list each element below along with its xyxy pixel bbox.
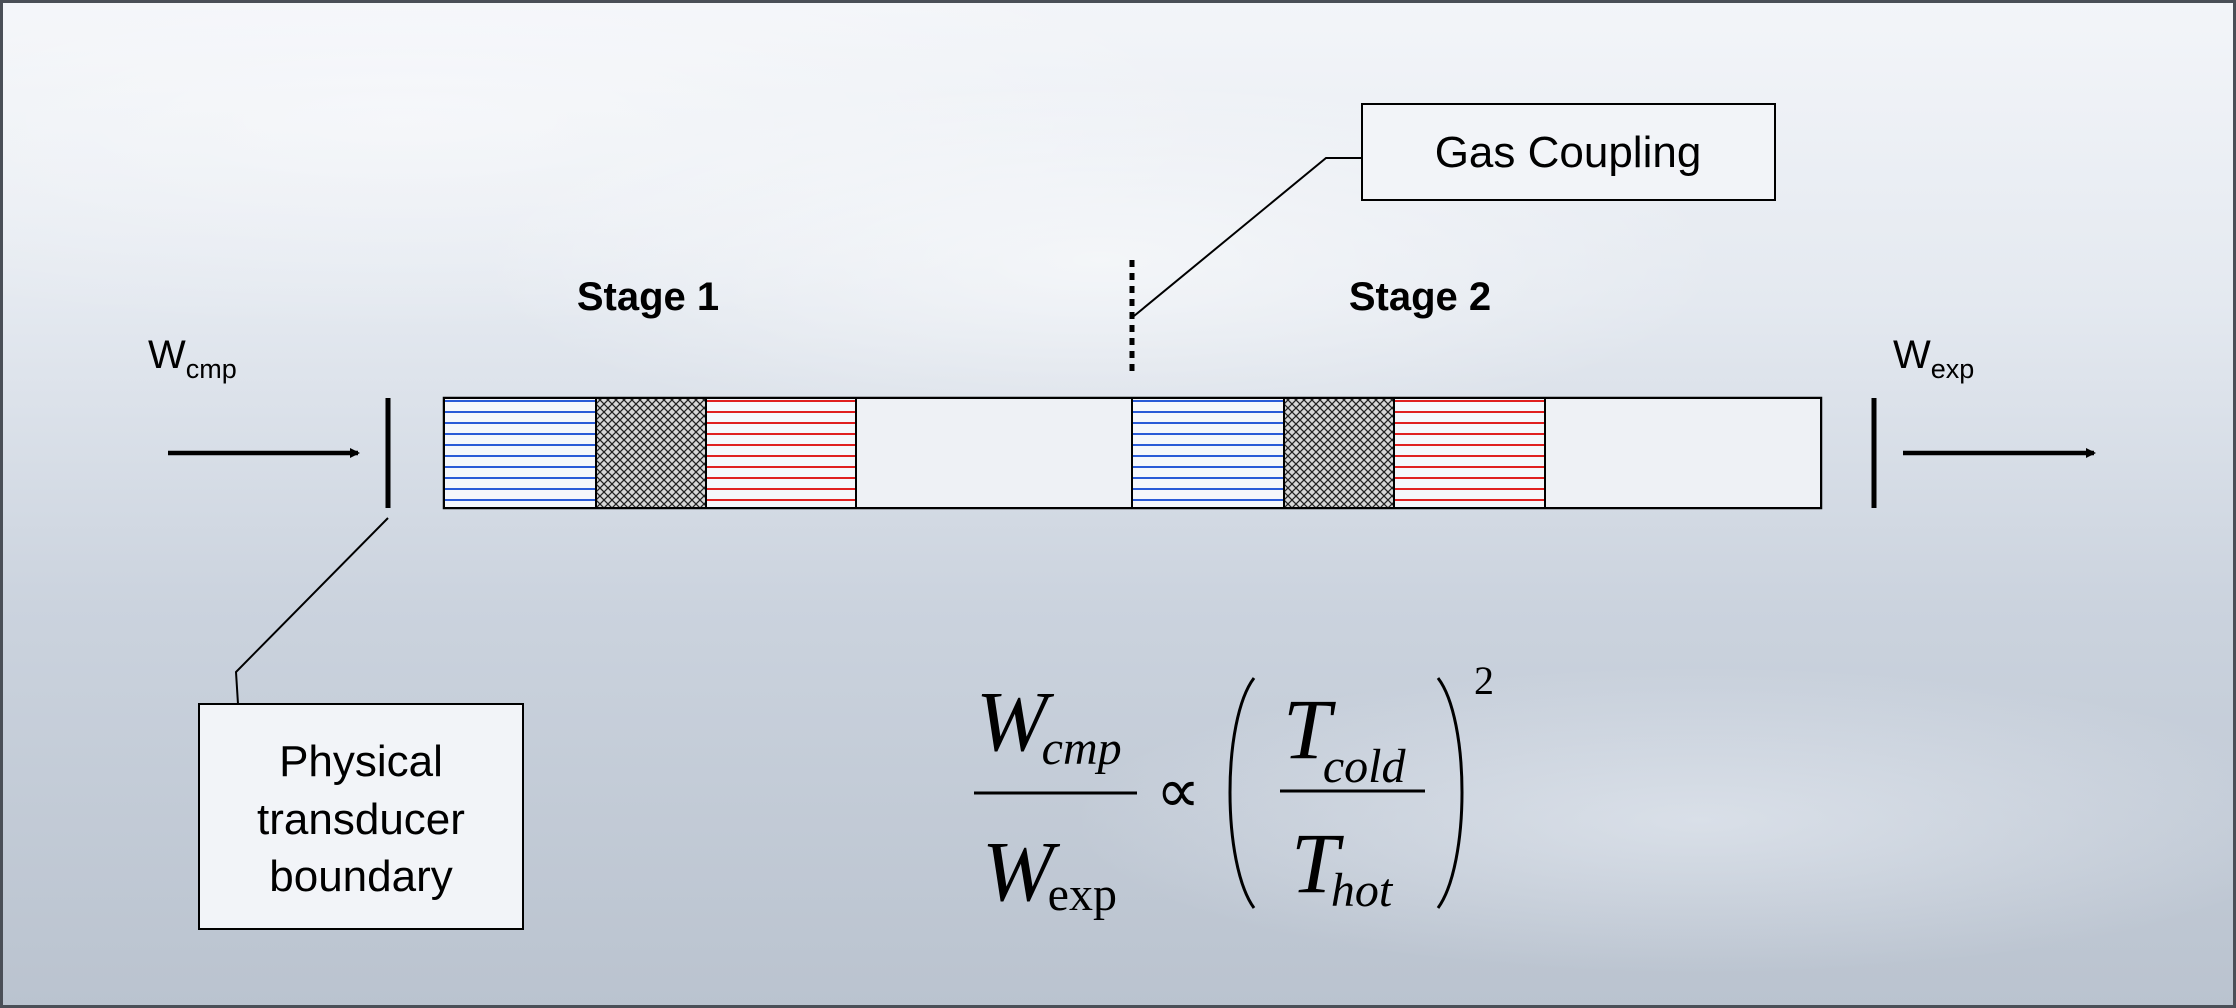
stage-2-label: Stage 2 (1349, 275, 1491, 319)
boundary-label-line-2: transducer (257, 795, 465, 844)
output-work-label: Wexp (1893, 333, 1974, 384)
gas-coupling-label: Gas Coupling (1435, 128, 1702, 177)
stage-1-thermal-buffer (855, 397, 1133, 509)
eq-proportional-symbol: ∝ (1156, 758, 1200, 826)
stage-2-segments (1131, 397, 1822, 509)
eq-denominator: Wexp (982, 823, 1117, 921)
eq-inner-numerator: Tcold (1283, 681, 1406, 793)
eq-right-paren (1436, 677, 1464, 909)
stage-1-hot-exchanger-hatch (705, 397, 857, 509)
stage-2-cold-exchanger-hatch (1131, 397, 1285, 509)
input-work-label: Wcmp (148, 333, 237, 384)
boundary-leader-line (234, 517, 389, 705)
boundary-label-line-1: Physical (279, 737, 443, 786)
gas-coupling-leader-line (1133, 157, 1362, 317)
eq-left-paren (1228, 677, 1256, 909)
stage-1-segments (443, 397, 1133, 509)
boundary-label-line-3: boundary (269, 852, 452, 901)
stage-2-hot-exchanger-hatch (1393, 397, 1546, 509)
stage-2-regenerator (1283, 397, 1395, 509)
stage-1-label: Stage 1 (577, 275, 719, 319)
stage-1-regenerator (595, 397, 707, 509)
stage-2-thermal-buffer (1544, 397, 1822, 509)
stage-1-cold-exchanger-hatch (443, 397, 597, 509)
boundary-box (198, 703, 524, 930)
eq-exponent: 2 (1474, 658, 1494, 703)
gas-coupling-box (1361, 103, 1776, 201)
eq-numerator: Wcmp (976, 673, 1122, 775)
proportionality-equation: Wcmp Wexp ∝ Tcold Thot 2 (974, 658, 1494, 921)
eq-inner-denominator: Thot (1291, 815, 1394, 917)
